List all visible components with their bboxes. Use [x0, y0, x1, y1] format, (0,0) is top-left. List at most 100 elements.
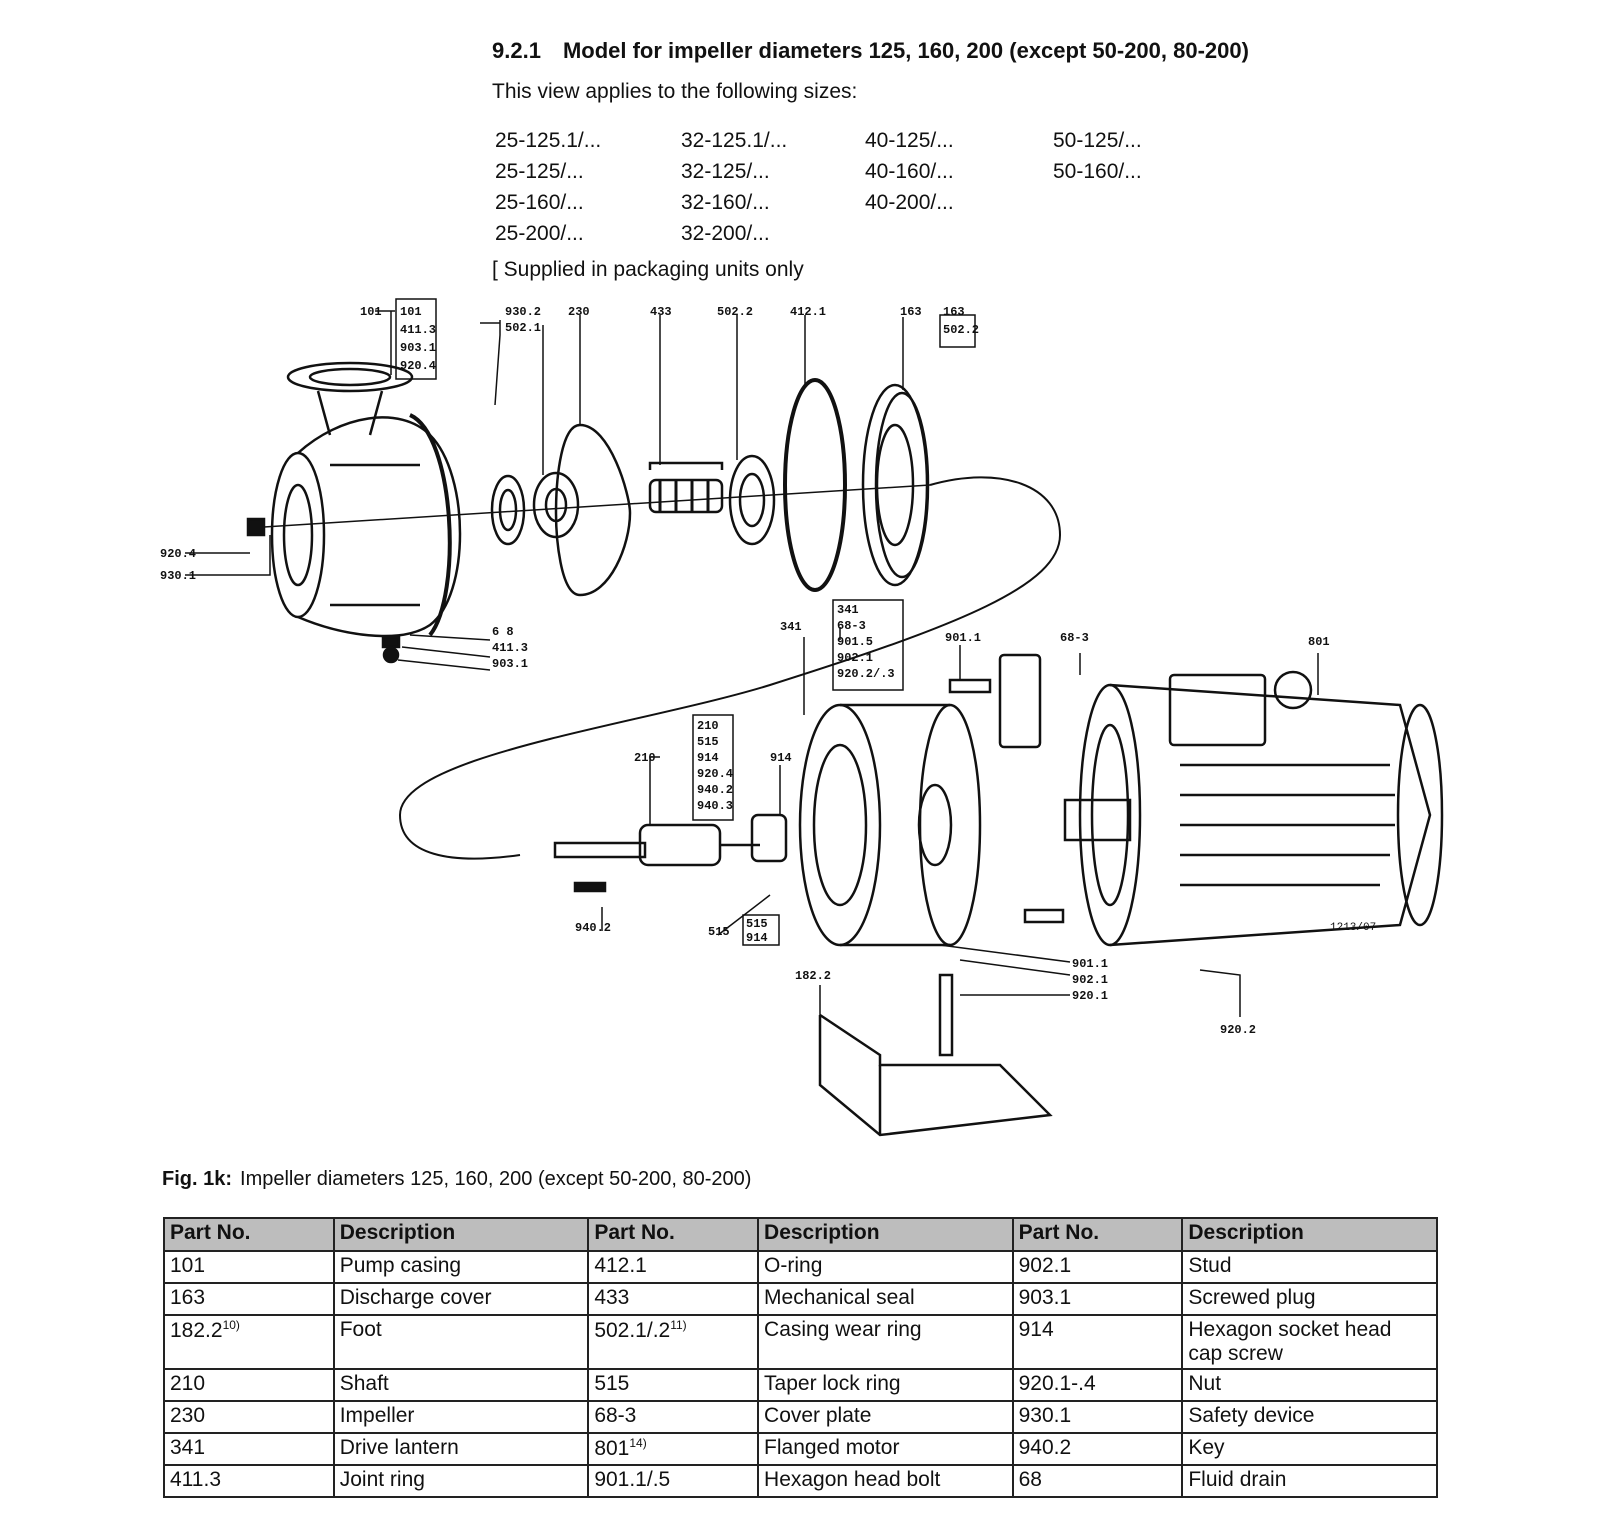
part-number: 68 [1018, 1468, 1042, 1491]
figure-id: 1213/07 [1330, 922, 1376, 934]
section-number: 9.2.1 [492, 38, 541, 63]
foot [818, 1013, 1053, 1137]
description-cell: Joint ring [332, 1464, 590, 1498]
part-number-cell: 920.1-.4 [1011, 1368, 1184, 1402]
label-341: 341 [780, 620, 802, 634]
size-column: 25-125.1/... 25-125/... 25-160/... 25-20… [495, 125, 685, 249]
part-number: 163 [170, 1286, 206, 1309]
part-number-cell: 230 [163, 1400, 335, 1434]
part-number: 902.1 [1018, 1254, 1072, 1277]
size-item: 32-125/... [681, 160, 770, 183]
description-cell: Stud [1181, 1250, 1438, 1284]
figure-number: Fig. 1k: [162, 1168, 233, 1190]
part-number-cell: 515 [587, 1368, 760, 1402]
description-cell: Screwed plug [1181, 1282, 1438, 1316]
description-cell: Impeller [332, 1400, 590, 1434]
impeller [532, 423, 632, 597]
drive-lantern [798, 703, 982, 947]
label-930-2: 930.2 [505, 305, 541, 319]
footnote-ref: 11) [670, 1318, 687, 1332]
label-930-1: 930.1 [160, 569, 196, 583]
part-number: 68-3 [594, 1404, 637, 1427]
label-163: 163 [900, 305, 922, 319]
label-920-2: 920.2 [1220, 1023, 1256, 1037]
leader-lines [185, 310, 1319, 1017]
description-cell: Fluid drain [1181, 1464, 1438, 1498]
part-number: 914 [1018, 1318, 1054, 1341]
label-182-2: 182.2 [795, 969, 831, 983]
part-number: 920.1-.4 [1018, 1372, 1096, 1395]
part-number: 412.1 [594, 1254, 647, 1277]
size-item: 25-160/... [495, 191, 584, 214]
size-item: 32-125.1/... [681, 129, 788, 152]
description-cell: Casing wear ring [757, 1314, 1014, 1370]
label-230: 230 [568, 305, 590, 319]
box-341-item: 68-3 [837, 619, 866, 633]
box-901-item: 901.1 [1072, 957, 1108, 971]
part-number: 433 [594, 1286, 630, 1309]
label-433: 433 [650, 305, 672, 319]
part-number-cell: 182.210) [163, 1314, 335, 1370]
label-412-1: 412.1 [790, 305, 826, 319]
figure-caption-text: Impeller diameters 125, 160, 200 (except… [240, 1168, 752, 1190]
label-515: 515 [708, 925, 730, 939]
part-number-cell: 930.1 [1011, 1400, 1184, 1434]
footnote-ref: 14) [629, 1436, 647, 1450]
box-210-item: 210 [697, 719, 719, 733]
part-number-cell: 903.1 [1011, 1282, 1184, 1316]
description-cell: Shaft [332, 1368, 590, 1402]
description-cell: Hexagon socket head cap screw [1181, 1314, 1438, 1370]
box-341-item: 901.5 [837, 635, 873, 649]
applies-text: This view applies to the following sizes… [492, 80, 858, 103]
box-515-item: 914 [746, 931, 768, 945]
label-940-2: 940.2 [575, 921, 611, 935]
label-502-2: 502.2 [717, 305, 753, 319]
description-cell: Cover plate [757, 1400, 1014, 1434]
part-number: 801 [594, 1437, 630, 1460]
size-column: 32-125.1/... 32-125/... 32-160/... 32-20… [681, 125, 871, 249]
assembly-path-line [398, 476, 1062, 860]
size-item: 25-125.1/... [495, 129, 602, 152]
pump-casing [246, 361, 462, 664]
description-cell: Taper lock ring [757, 1368, 1014, 1402]
flanged-motor [1063, 670, 1444, 947]
o-ring [783, 378, 847, 592]
box-210-item: 914 [697, 751, 719, 765]
size-item: 25-200/... [495, 222, 584, 245]
part-number: 515 [594, 1372, 630, 1395]
size-item: 32-200/... [681, 222, 770, 245]
size-item: 25-125/... [495, 160, 584, 183]
size-item: 40-160/... [865, 160, 954, 183]
box-101-item: 411.3 [400, 323, 436, 337]
description-cell: Safety device [1181, 1400, 1438, 1434]
box-341-item: 341 [837, 603, 859, 617]
box-101-item: 903.1 [400, 341, 436, 355]
exploded-pump-drawing: 101 101 411.3 903.1 920.4 930.2 502.1 23… [160, 298, 1444, 1137]
part-number-cell: 163 [163, 1282, 335, 1316]
size-item: 40-200/... [865, 191, 954, 214]
box-210-item: 920.4 [697, 767, 733, 781]
column-header: Description [757, 1217, 1014, 1252]
part-number-cell: 341 [163, 1432, 335, 1466]
column-header: Part No. [587, 1217, 760, 1252]
box-341-item: 920.2/.3 [837, 667, 895, 681]
description-cell: Discharge cover [332, 1282, 590, 1316]
box-901-item: 902.1 [1072, 973, 1108, 987]
part-number-cell: 914 [1011, 1314, 1184, 1370]
box-163-item: 502.2 [943, 323, 979, 337]
part-number-cell: 68-3 [587, 1400, 760, 1434]
parts-table: Part No. Description Part No. Descriptio… [163, 1217, 1438, 1498]
part-number-cell: 68 [1011, 1464, 1184, 1498]
part-number: 210 [170, 1372, 206, 1395]
part-number: 901.1/.5 [594, 1468, 671, 1491]
part-number-cell: 411.3 [163, 1464, 335, 1498]
column-header: Description [332, 1217, 590, 1252]
box-101-item: 101 [400, 305, 422, 319]
